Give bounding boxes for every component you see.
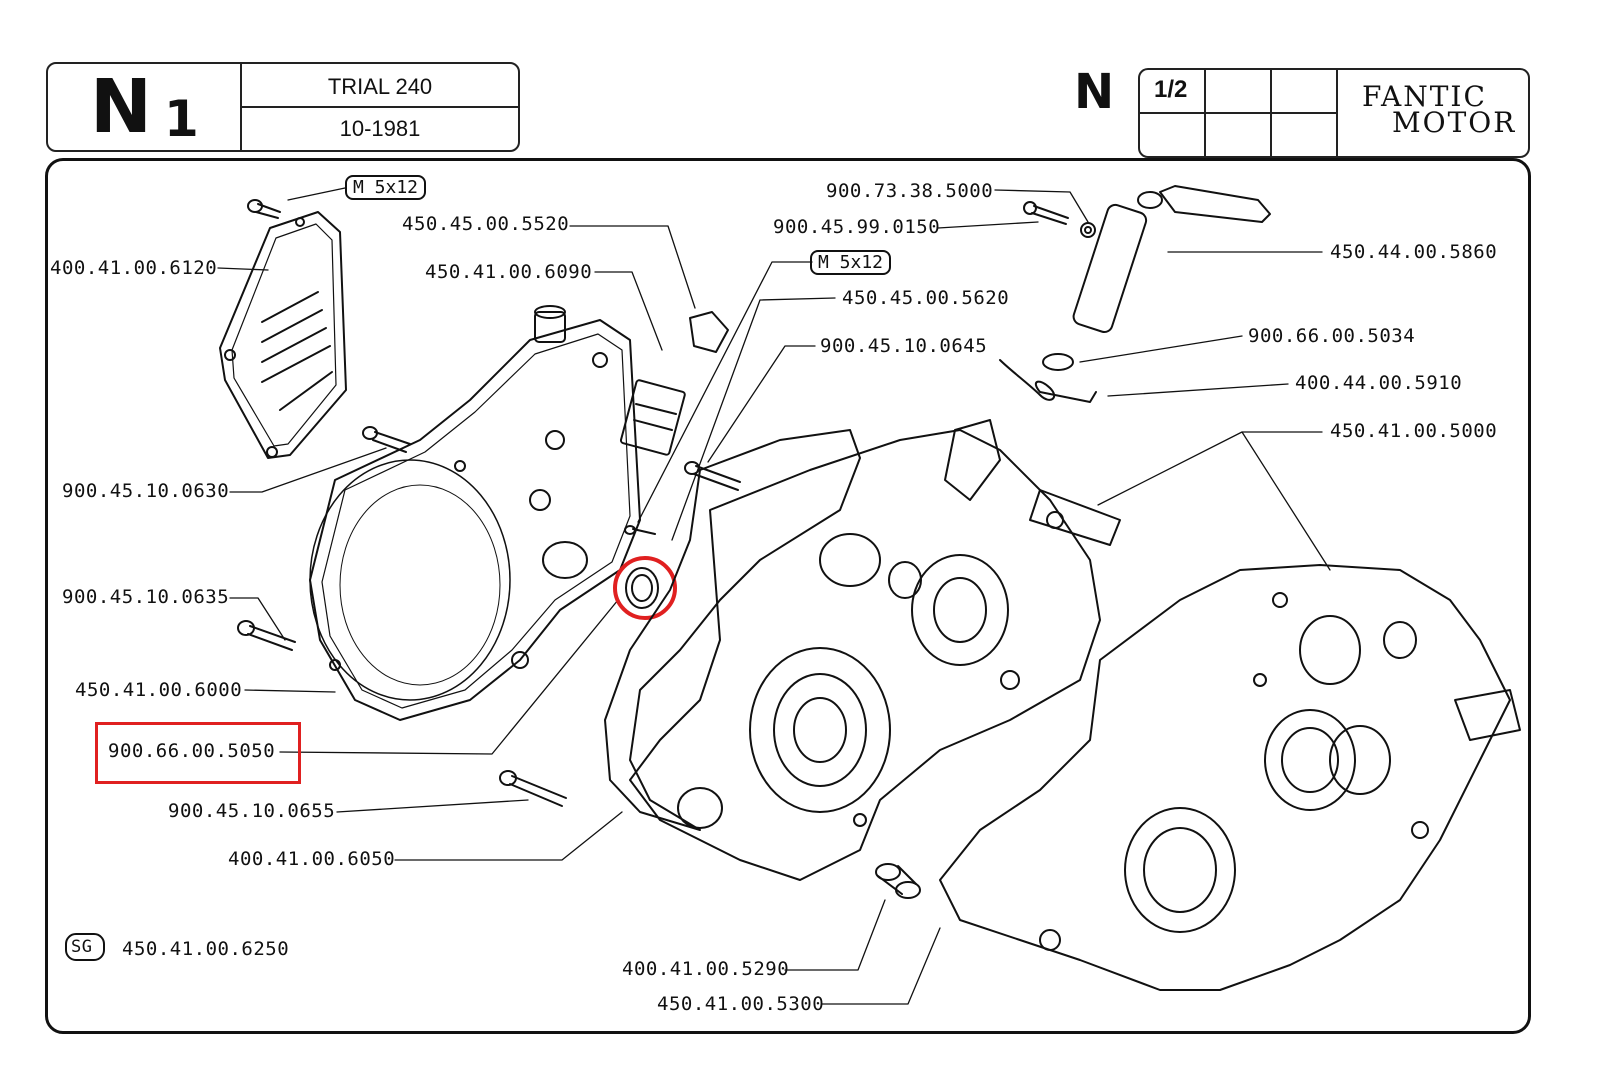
part-label-900-73-38-5000[interactable]: 900.73.38.5000 bbox=[826, 180, 994, 202]
part-label-900-45-10-0630[interactable]: 900.45.10.0630 bbox=[62, 480, 230, 502]
left-crankcase-part bbox=[629, 419, 1121, 881]
title-block: N 1 TRIAL 240 10-1981 bbox=[46, 62, 520, 152]
sheet-cell bbox=[1140, 114, 1206, 156]
part-label-450-41-00-6250[interactable]: 450.41.00.6250 bbox=[122, 938, 290, 960]
part-label-450-41-00-5000[interactable]: 450.41.00.5000 bbox=[1330, 420, 1498, 442]
part-label-900-45-10-0655[interactable]: 900.45.10.0655 bbox=[168, 800, 336, 822]
part-label-450-41-00-6090[interactable]: 450.41.00.6090 bbox=[425, 261, 593, 283]
part-label-450-45-00-5520[interactable]: 450.45.00.5520 bbox=[402, 213, 570, 235]
small-parts-center bbox=[237, 201, 1096, 807]
part-label-400-41-00-6120[interactable]: 400.41.00.6120 bbox=[50, 257, 218, 279]
right-crankcase-part bbox=[939, 564, 1521, 991]
sheet-cell bbox=[1206, 114, 1272, 156]
section-letter: N bbox=[1074, 64, 1115, 120]
gasket-part bbox=[604, 429, 861, 831]
model-name: TRIAL 240 bbox=[327, 74, 433, 99]
part-label-400-41-00-5290[interactable]: 400.41.00.5290 bbox=[622, 958, 790, 980]
part-label-450-41-00-6000[interactable]: 450.41.00.6000 bbox=[75, 679, 243, 701]
section-code: N 1 bbox=[48, 64, 242, 150]
sheet-block: 1/2 FANTIC MOTOR bbox=[1138, 68, 1530, 158]
screw-m5x12-top bbox=[247, 199, 281, 219]
title-divider bbox=[240, 106, 518, 108]
brand-logo: FANTIC MOTOR bbox=[1362, 80, 1517, 139]
shift-shaft-part bbox=[1072, 185, 1271, 334]
clutch-cover-part bbox=[309, 305, 641, 721]
ignition-cover-part bbox=[219, 211, 347, 459]
part-label-450-45-00-5620[interactable]: 450.45.00.5620 bbox=[842, 287, 1010, 309]
callout-m5x12-b: M 5x12 bbox=[810, 250, 892, 275]
part-label-450-41-00-5300[interactable]: 450.41.00.5300 bbox=[657, 993, 825, 1015]
leader-lines bbox=[217, 187, 1331, 1005]
dowel-part bbox=[875, 863, 921, 899]
sg-tag-outline bbox=[65, 933, 105, 961]
sheet-cell bbox=[1206, 70, 1272, 114]
brand-logo-line1: FANTIC bbox=[1362, 80, 1487, 113]
section-code-number: 1 bbox=[164, 90, 199, 148]
sheet-number: 1/2 bbox=[1154, 76, 1188, 103]
part-label-900-45-10-0645[interactable]: 900.45.10.0645 bbox=[820, 335, 988, 357]
model-date: 10-1981 bbox=[339, 116, 421, 141]
o-ring-part bbox=[625, 567, 659, 609]
highlight-box bbox=[95, 722, 301, 784]
part-label-900-66-00-5050[interactable]: 900.66.00.5050 bbox=[108, 740, 276, 762]
spring-part bbox=[999, 353, 1097, 403]
logo-divider bbox=[1336, 70, 1338, 156]
drawing-frame bbox=[45, 158, 1531, 1034]
part-label-900-66-00-5034[interactable]: 900.66.00.5034 bbox=[1248, 325, 1416, 347]
part-label-400-44-00-5910[interactable]: 400.44.00.5910 bbox=[1295, 372, 1463, 394]
highlight-circle bbox=[613, 556, 677, 620]
callout-m5x12-a: M 5x12 bbox=[345, 175, 427, 200]
brand-logo-line2: MOTOR bbox=[1392, 106, 1517, 139]
part-label-450-44-00-5860[interactable]: 450.44.00.5860 bbox=[1330, 241, 1498, 263]
part-label-400-41-00-6050[interactable]: 400.41.00.6050 bbox=[228, 848, 396, 870]
part-label-900-45-99-0150[interactable]: 900.45.99.0150 bbox=[773, 216, 941, 238]
sheet-cell: 1/2 bbox=[1140, 70, 1206, 114]
part-label-900-45-10-0635[interactable]: 900.45.10.0635 bbox=[62, 586, 230, 608]
sg-tag: SG bbox=[71, 937, 93, 957]
section-code-letter: N bbox=[90, 64, 152, 150]
